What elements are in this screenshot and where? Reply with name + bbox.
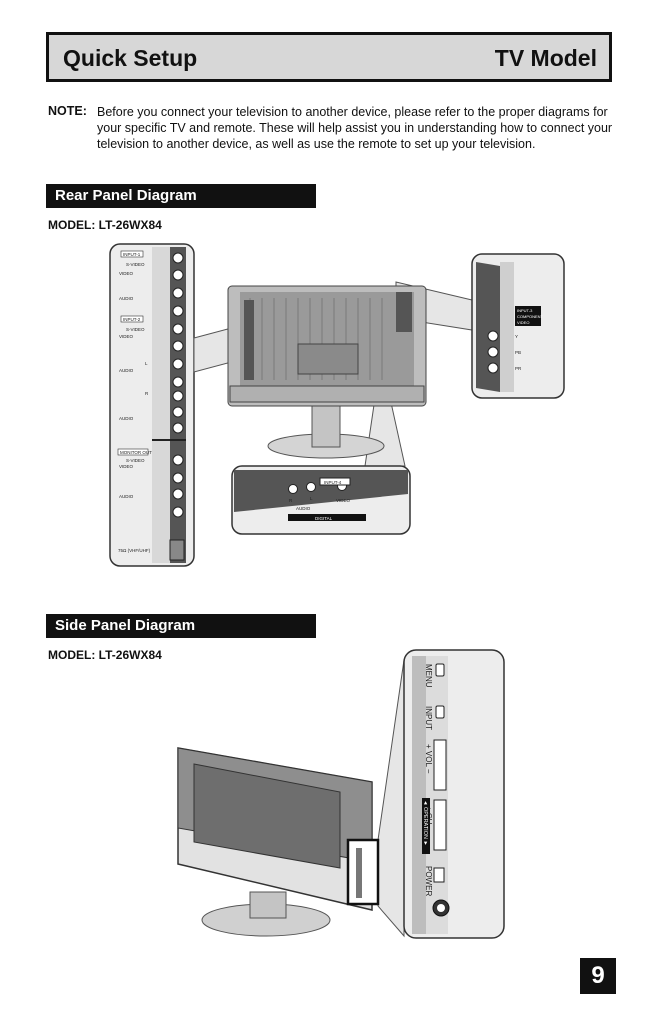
strip-label-video-1: VIDEO (119, 271, 134, 276)
right-label-pb: PB (515, 350, 521, 355)
side-button-callout: MENU INPUT + VOL − + CH − POWER ◄ OPERAT… (403, 649, 505, 939)
strip-label-svideo-1: S-VIDEO (126, 262, 145, 267)
bottom-label-l: L (310, 496, 313, 501)
right-terminal-callout: INPUT-3 COMPONENT VIDEO Y PB PR (471, 253, 565, 399)
right-label-input: INPUT-3 (517, 308, 533, 313)
side-operation-label: ◄ OPERATION ► (422, 800, 428, 846)
bottom-label-r: R (289, 498, 293, 503)
side-button-input-label: INPUT (424, 706, 433, 730)
strip-label-ant: 75Ω (VHF/UHF) (118, 548, 151, 553)
strip-label-svideo-3: S-VIDEO (126, 458, 145, 463)
side-model-label: MODEL: LT-26WX84 (48, 648, 162, 662)
note-label: NOTE: (48, 104, 87, 118)
bottom-label-video: VIDEO (336, 498, 351, 503)
side-button-power-label: POWER (424, 866, 433, 896)
strip-label-audio-4: AUDIO (119, 494, 134, 499)
tv-front-illustration (177, 747, 380, 937)
right-label-video: VIDEO (517, 320, 529, 325)
rear-model-label: MODEL: LT-26WX84 (48, 218, 162, 232)
strip-label-monitor: MONITOR OUT (120, 450, 152, 455)
strip-label-r: R (145, 391, 149, 396)
bottom-label-digital: DIGITAL (315, 516, 333, 521)
page-header: Quick Setup TV Model (46, 32, 612, 82)
tv-rear-illustration (227, 285, 427, 459)
side-button-vol-label: + VOL − (424, 744, 433, 774)
bottom-terminal-callout: INPUT-4 R L AUDIO VIDEO DIGITAL (231, 465, 411, 535)
note-text: Before you connect your television to an… (97, 105, 613, 151)
strip-label-input2: INPUT-2 (123, 317, 141, 322)
bottom-label-ports: INPUT-4 (324, 480, 342, 485)
rear-terminal-strip: INPUT-1 S-VIDEO VIDEO AUDIO INPUT-2 S-VI… (109, 243, 195, 567)
strip-label-audio-1: AUDIO (119, 296, 134, 301)
strip-label-l: L (145, 361, 148, 366)
rear-panel-section-title: Rear Panel Diagram (46, 184, 316, 208)
header-model: TV Model (494, 45, 597, 71)
side-button-menu-label: MENU (424, 664, 433, 688)
side-button-ch-label: + CH − (424, 806, 433, 832)
strip-label-audio-2: AUDIO (119, 368, 134, 373)
right-label-y: Y (515, 334, 518, 339)
bottom-label-audio: AUDIO (296, 506, 311, 511)
strip-label-video-3: VIDEO (119, 464, 134, 469)
strip-label-svideo-2: S-VIDEO (126, 327, 145, 332)
right-label-pr: PR (515, 366, 522, 371)
page-number: 9 (580, 958, 616, 994)
strip-label-input1: INPUT-1 (123, 252, 141, 257)
header-title: Quick Setup (63, 45, 198, 71)
strip-label-video-2: VIDEO (119, 334, 134, 339)
strip-label-audio-3: AUDIO (119, 416, 134, 421)
side-panel-section-title: Side Panel Diagram (46, 614, 316, 638)
right-label-component: COMPONENT (517, 314, 544, 319)
